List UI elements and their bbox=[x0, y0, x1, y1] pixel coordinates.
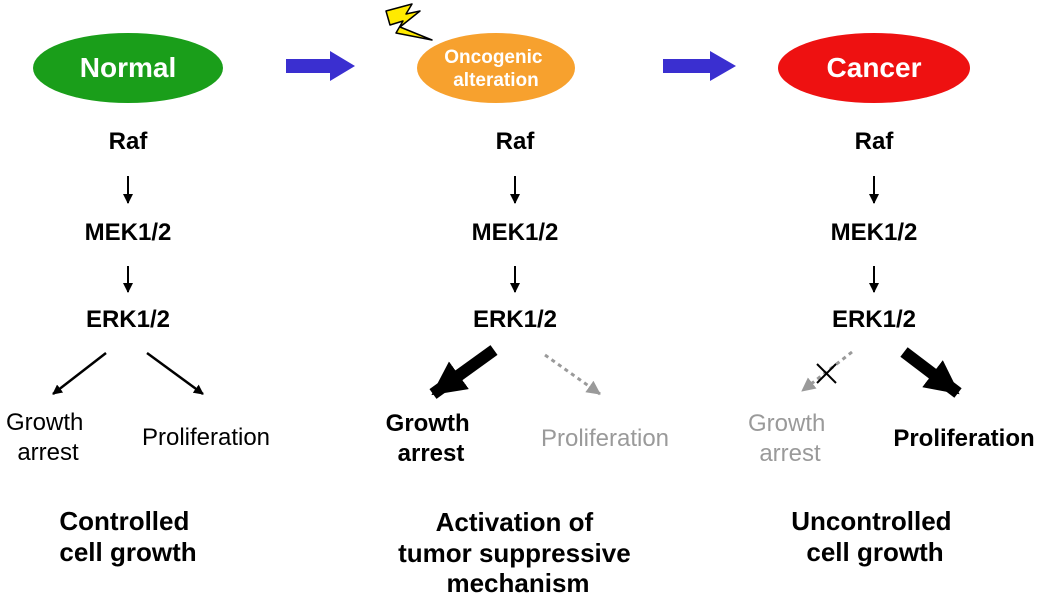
strong-arrow-to-growth-arrest bbox=[429, 345, 498, 399]
oncogenic-state-label: Oncogenic alteration bbox=[444, 47, 547, 91]
arrow-to-growth-arrest bbox=[52, 352, 107, 395]
node-raf: Raf bbox=[855, 128, 895, 155]
outcome-proliferation: Proliferation bbox=[541, 425, 669, 452]
result-tumor-suppression: Activation of tumor suppressive mechanis… bbox=[398, 507, 638, 597]
node-erk: ERK1/2 bbox=[832, 306, 916, 333]
result-uncontrolled-growth: Uncontrolled cell growth bbox=[791, 506, 959, 567]
lightning-bolt-icon bbox=[385, 3, 433, 41]
arrow-to-proliferation bbox=[146, 351, 204, 396]
node-raf: Raf bbox=[109, 128, 149, 155]
node-mek: MEK1/2 bbox=[831, 219, 918, 246]
cancer-state-oval bbox=[778, 33, 970, 103]
weak-arrow-to-proliferation bbox=[544, 353, 601, 396]
outcome-growth-arrest: Growth arrest bbox=[386, 410, 477, 467]
node-erk: ERK1/2 bbox=[473, 306, 557, 333]
blocked-arrow-to-growth-arrest bbox=[801, 350, 853, 393]
node-mek: MEK1/2 bbox=[472, 219, 559, 246]
normal-state-label: Normal bbox=[80, 52, 176, 83]
outcome-growth-arrest: Growth arrest bbox=[6, 409, 90, 466]
cancer-state-label: Cancer bbox=[827, 52, 922, 83]
strong-arrow-to-proliferation bbox=[900, 347, 962, 398]
outcome-proliferation: Proliferation bbox=[142, 424, 270, 451]
node-raf: Raf bbox=[496, 128, 536, 155]
column-normal: Normal Raf MEK1/2 ERK1/2 Growth arrest P… bbox=[6, 33, 270, 567]
oncogenic-state-oval bbox=[417, 33, 575, 103]
right-arrow-icon bbox=[663, 51, 736, 81]
node-mek: MEK1/2 bbox=[85, 219, 172, 246]
result-controlled-growth: Controlled cell growth bbox=[59, 506, 196, 567]
outcome-growth-arrest: Growth arrest bbox=[748, 410, 832, 467]
column-cancer: Cancer Raf MEK1/2 ERK1/2 Growth arrest P… bbox=[748, 33, 1035, 567]
cross-mark-icon bbox=[816, 363, 837, 384]
column-oncogenic: Oncogenic alteration Raf MEK1/2 ERK1/2 G… bbox=[385, 3, 669, 597]
node-erk: ERK1/2 bbox=[86, 306, 170, 333]
normal-state-oval bbox=[33, 33, 223, 103]
outcome-proliferation: Proliferation bbox=[893, 425, 1034, 452]
right-arrow-icon bbox=[286, 51, 355, 81]
